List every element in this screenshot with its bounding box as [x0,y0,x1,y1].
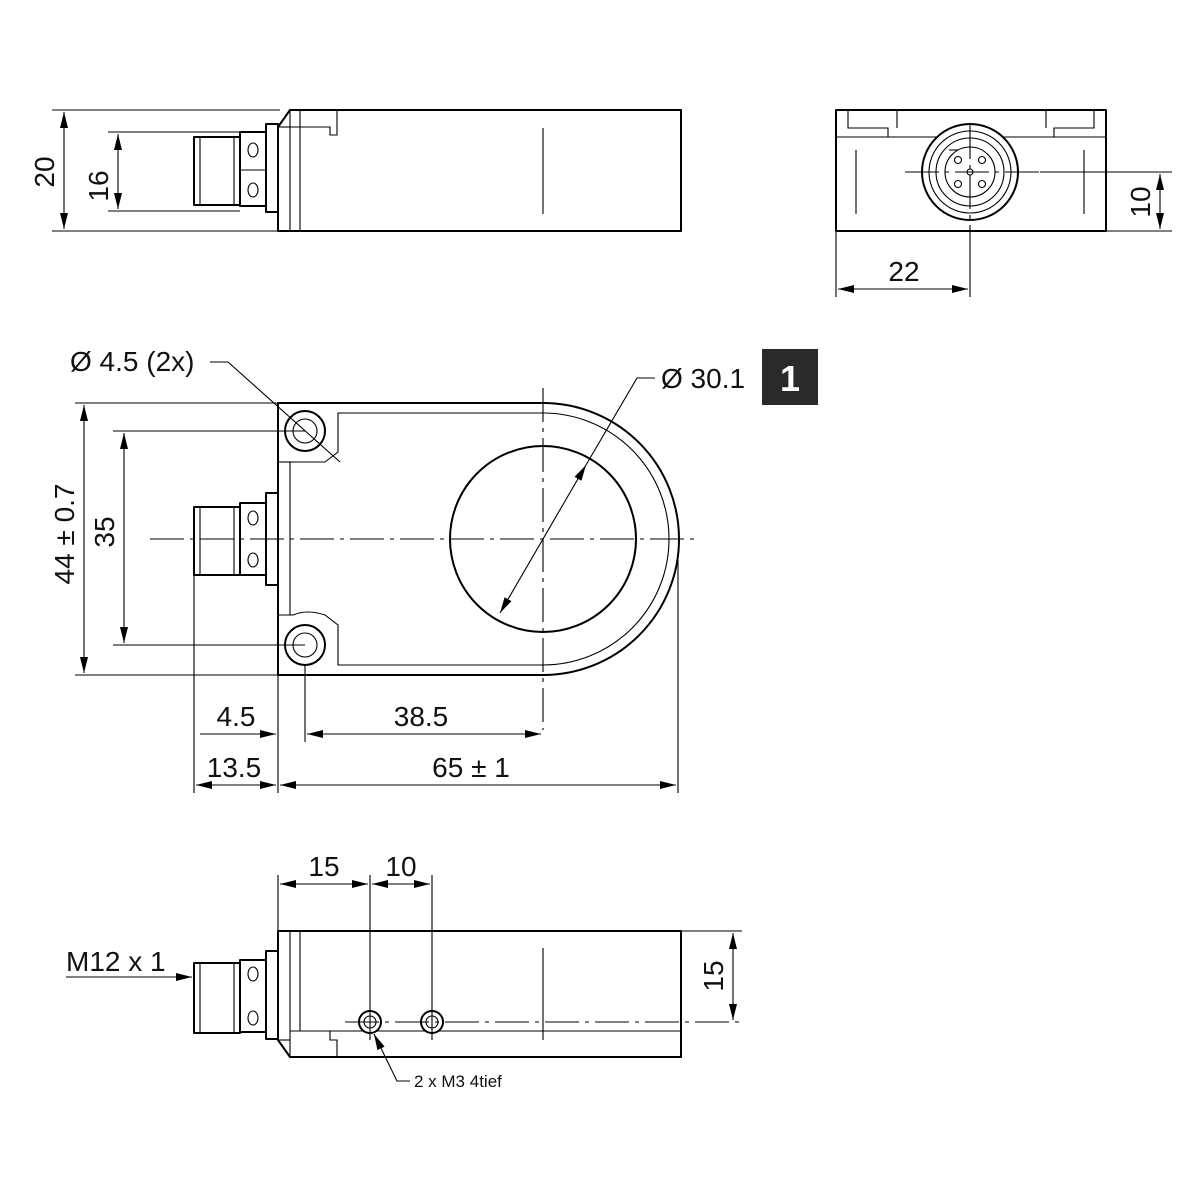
dim-bottom-height: 15 [698,960,729,991]
label-connector-thread: M12 x 1 [66,946,166,977]
dim-thread-position-1: 15 [308,851,339,882]
dim-connector-length: 13.5 [207,752,262,783]
dim-height-tolerance: 44 ± 0.7 [49,484,80,585]
side-view-top: 20 16 [29,109,682,232]
label-thread-note: 2 x M3 4tief [414,1072,502,1091]
dim-hole-offset: 4.5 [217,701,256,732]
label-bore-diameter: Ø 30.1 [661,363,745,394]
dim-end-width: 22 [888,256,919,287]
side-view-bottom: 15 10 15 M12 x 1 2 x M3 4tief [66,851,742,1091]
end-view: 10 22 [835,109,1172,297]
dim-hole-spacing: 35 [89,516,120,547]
reference-badge-label: 1 [780,358,800,399]
dim-length-tolerance: 65 ± 1 [432,752,510,783]
dim-side-height-total: 20 [29,156,60,187]
dim-thread-position-2: 10 [385,851,416,882]
reference-badge [762,349,818,405]
dim-bore-offset: 38.5 [394,701,449,732]
plan-view: Ø 4.5 (2x) Ø 30.1 1 44 ± 0.7 35 4.5 38.5… [49,346,818,793]
label-hole-diameter: Ø 4.5 (2x) [70,346,194,377]
dim-side-height-connector: 16 [83,170,114,201]
dim-end-offset: 10 [1125,186,1156,217]
